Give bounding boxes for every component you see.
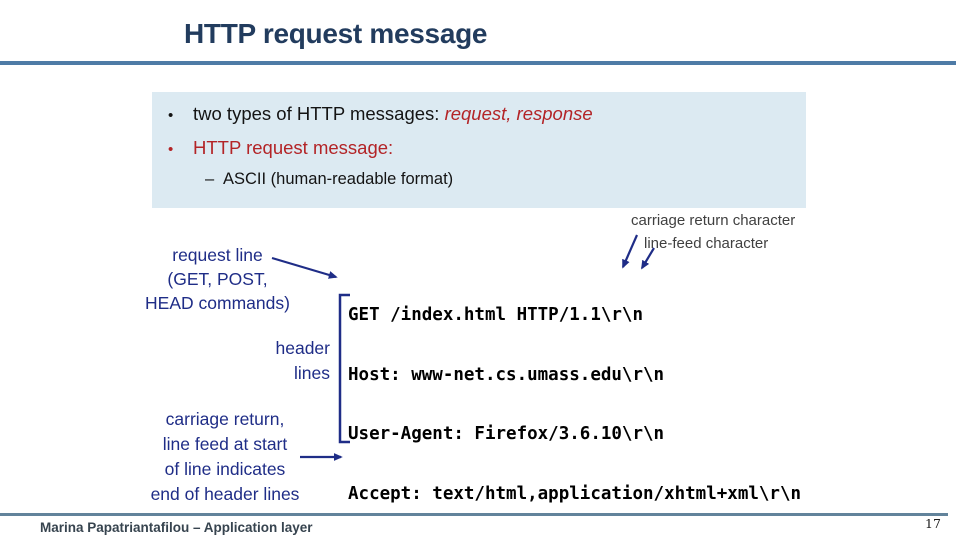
sub-bullet-text: ASCII (human-readable format) <box>223 170 454 188</box>
header-lines-label: header lines <box>275 338 331 383</box>
line-feed-label: line-feed character <box>644 235 769 252</box>
bullet-icon: • <box>168 107 174 124</box>
title-divider <box>0 61 956 65</box>
cr-arrow <box>621 234 639 269</box>
dash-icon: – <box>205 170 215 188</box>
sub-bullet-item: – ASCII (human-readable format) <box>152 169 806 190</box>
code-line: Host: www-net.cs.umass.edu\r\n <box>348 364 665 385</box>
footer-divider <box>0 513 948 516</box>
http-request-code: GET /index.html HTTP/1.1\r\n Host: www-n… <box>348 266 801 540</box>
bullet-emphasis: request, response <box>444 103 593 124</box>
bullet-text: HTTP request message: <box>193 137 394 158</box>
bullet-text: two types of HTTP messages: request, res… <box>193 103 593 124</box>
bullet-item: • HTTP request message: <box>152 137 806 161</box>
code-line: User-Agent: Firefox/3.6.10\r\n <box>348 424 665 445</box>
summary-box: • two types of HTTP messages: request, r… <box>152 92 806 208</box>
page-number: 17 <box>925 516 941 531</box>
request-line-label: request line (GET, POST, HEAD commands) <box>145 245 290 313</box>
code-line: Accept: text/html,application/xhtml+xml\… <box>348 483 802 504</box>
carriage-return-label: carriage return character <box>631 212 796 229</box>
page-title: HTTP request message <box>184 18 488 49</box>
bullet-item: • two types of HTTP messages: request, r… <box>152 103 806 127</box>
footer-credit: Marina Papatriantafilou – Application la… <box>40 520 313 535</box>
code-line: GET /index.html HTTP/1.1\r\n <box>348 304 644 325</box>
end-of-header-label: carriage return, line feed at start of l… <box>150 409 300 504</box>
bullet-icon: • <box>168 141 174 158</box>
